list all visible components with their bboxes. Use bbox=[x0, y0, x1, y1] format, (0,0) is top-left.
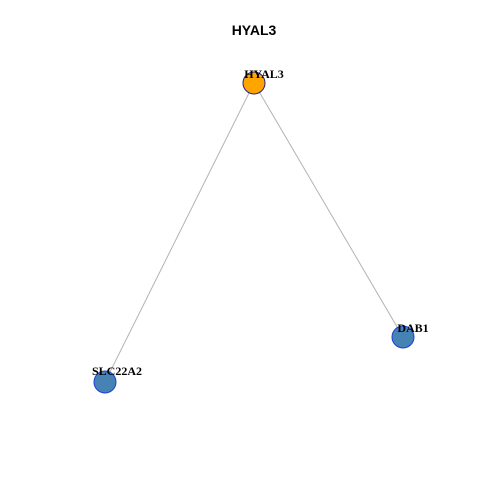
edge-hyal3-slc22a2 bbox=[104, 82, 255, 383]
node-slc22a2 bbox=[93, 370, 117, 394]
node-hyal3 bbox=[242, 71, 266, 95]
node-label-hyal3: HYAL3 bbox=[244, 67, 284, 81]
edge-hyal3-dab1 bbox=[253, 82, 404, 338]
node-label-dab1: DAB1 bbox=[397, 321, 428, 335]
node-dab1 bbox=[391, 325, 415, 349]
edge-layer bbox=[104, 82, 404, 383]
node-label-slc22a2: SLC22A2 bbox=[92, 364, 142, 378]
diagram-title: HYAL3 bbox=[232, 22, 277, 38]
